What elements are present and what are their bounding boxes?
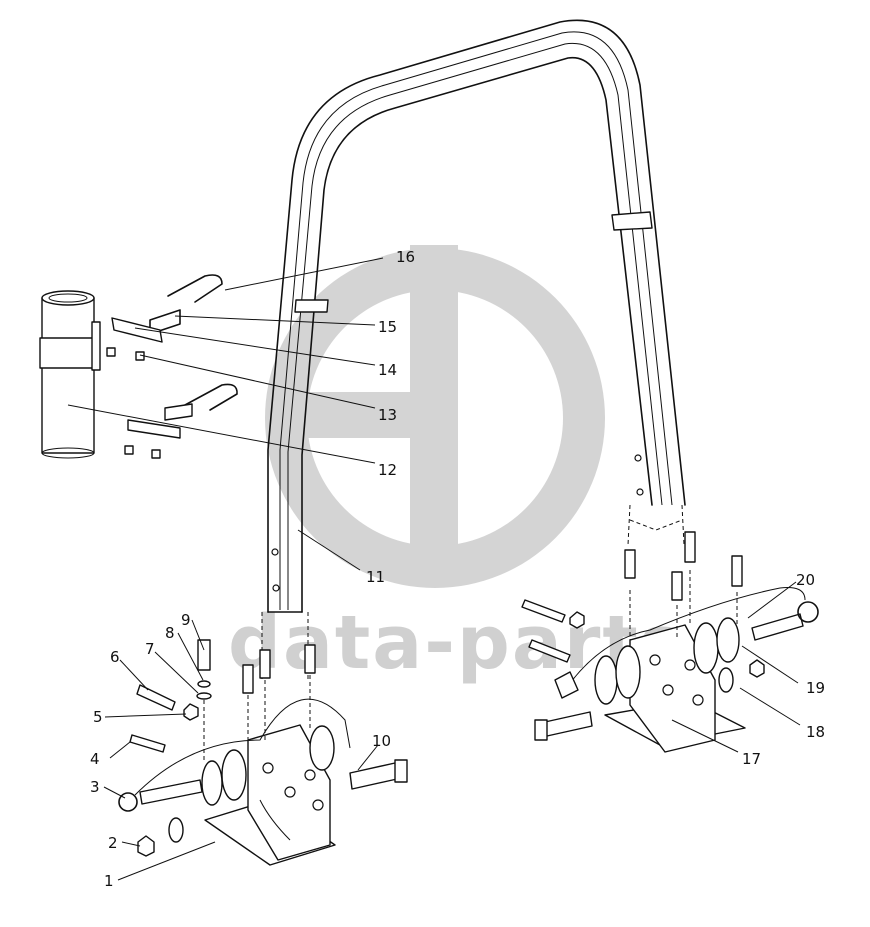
mounting-hardware <box>106 274 238 459</box>
roll-bar-frame <box>261 19 686 680</box>
callout-14: 14 <box>378 361 397 379</box>
left-base-bracket <box>168 724 336 866</box>
callout-13: 13 <box>378 406 397 424</box>
beacon-tube <box>39 290 101 459</box>
callout-18: 18 <box>806 723 825 741</box>
callout-6: 6 <box>110 648 120 666</box>
callout-17: 17 <box>742 750 761 768</box>
callout-5: 5 <box>93 708 103 726</box>
callout-9: 9 <box>181 611 191 629</box>
callout-16: 16 <box>396 248 415 266</box>
callout-19: 19 <box>806 679 825 697</box>
leader-lines <box>67 257 801 881</box>
left-pins-and-bolts <box>118 639 408 857</box>
right-pins-and-bolts <box>521 531 819 741</box>
callout-8: 8 <box>165 624 175 642</box>
callout-2: 2 <box>108 834 118 852</box>
callout-7: 7 <box>145 640 155 658</box>
callout-11: 11 <box>366 568 385 586</box>
callout-3: 3 <box>90 778 100 796</box>
callout-4: 4 <box>90 750 100 768</box>
callout-12: 12 <box>378 461 397 479</box>
right-base-bracket <box>594 617 746 753</box>
watermark-logo <box>265 245 605 588</box>
callout-15: 15 <box>378 318 397 336</box>
callout-10: 10 <box>372 732 391 750</box>
callout-labels: 1 2 3 4 5 6 7 8 9 10 11 12 13 14 15 16 1… <box>90 248 825 890</box>
callout-1: 1 <box>104 872 114 890</box>
callout-20: 20 <box>796 571 815 589</box>
